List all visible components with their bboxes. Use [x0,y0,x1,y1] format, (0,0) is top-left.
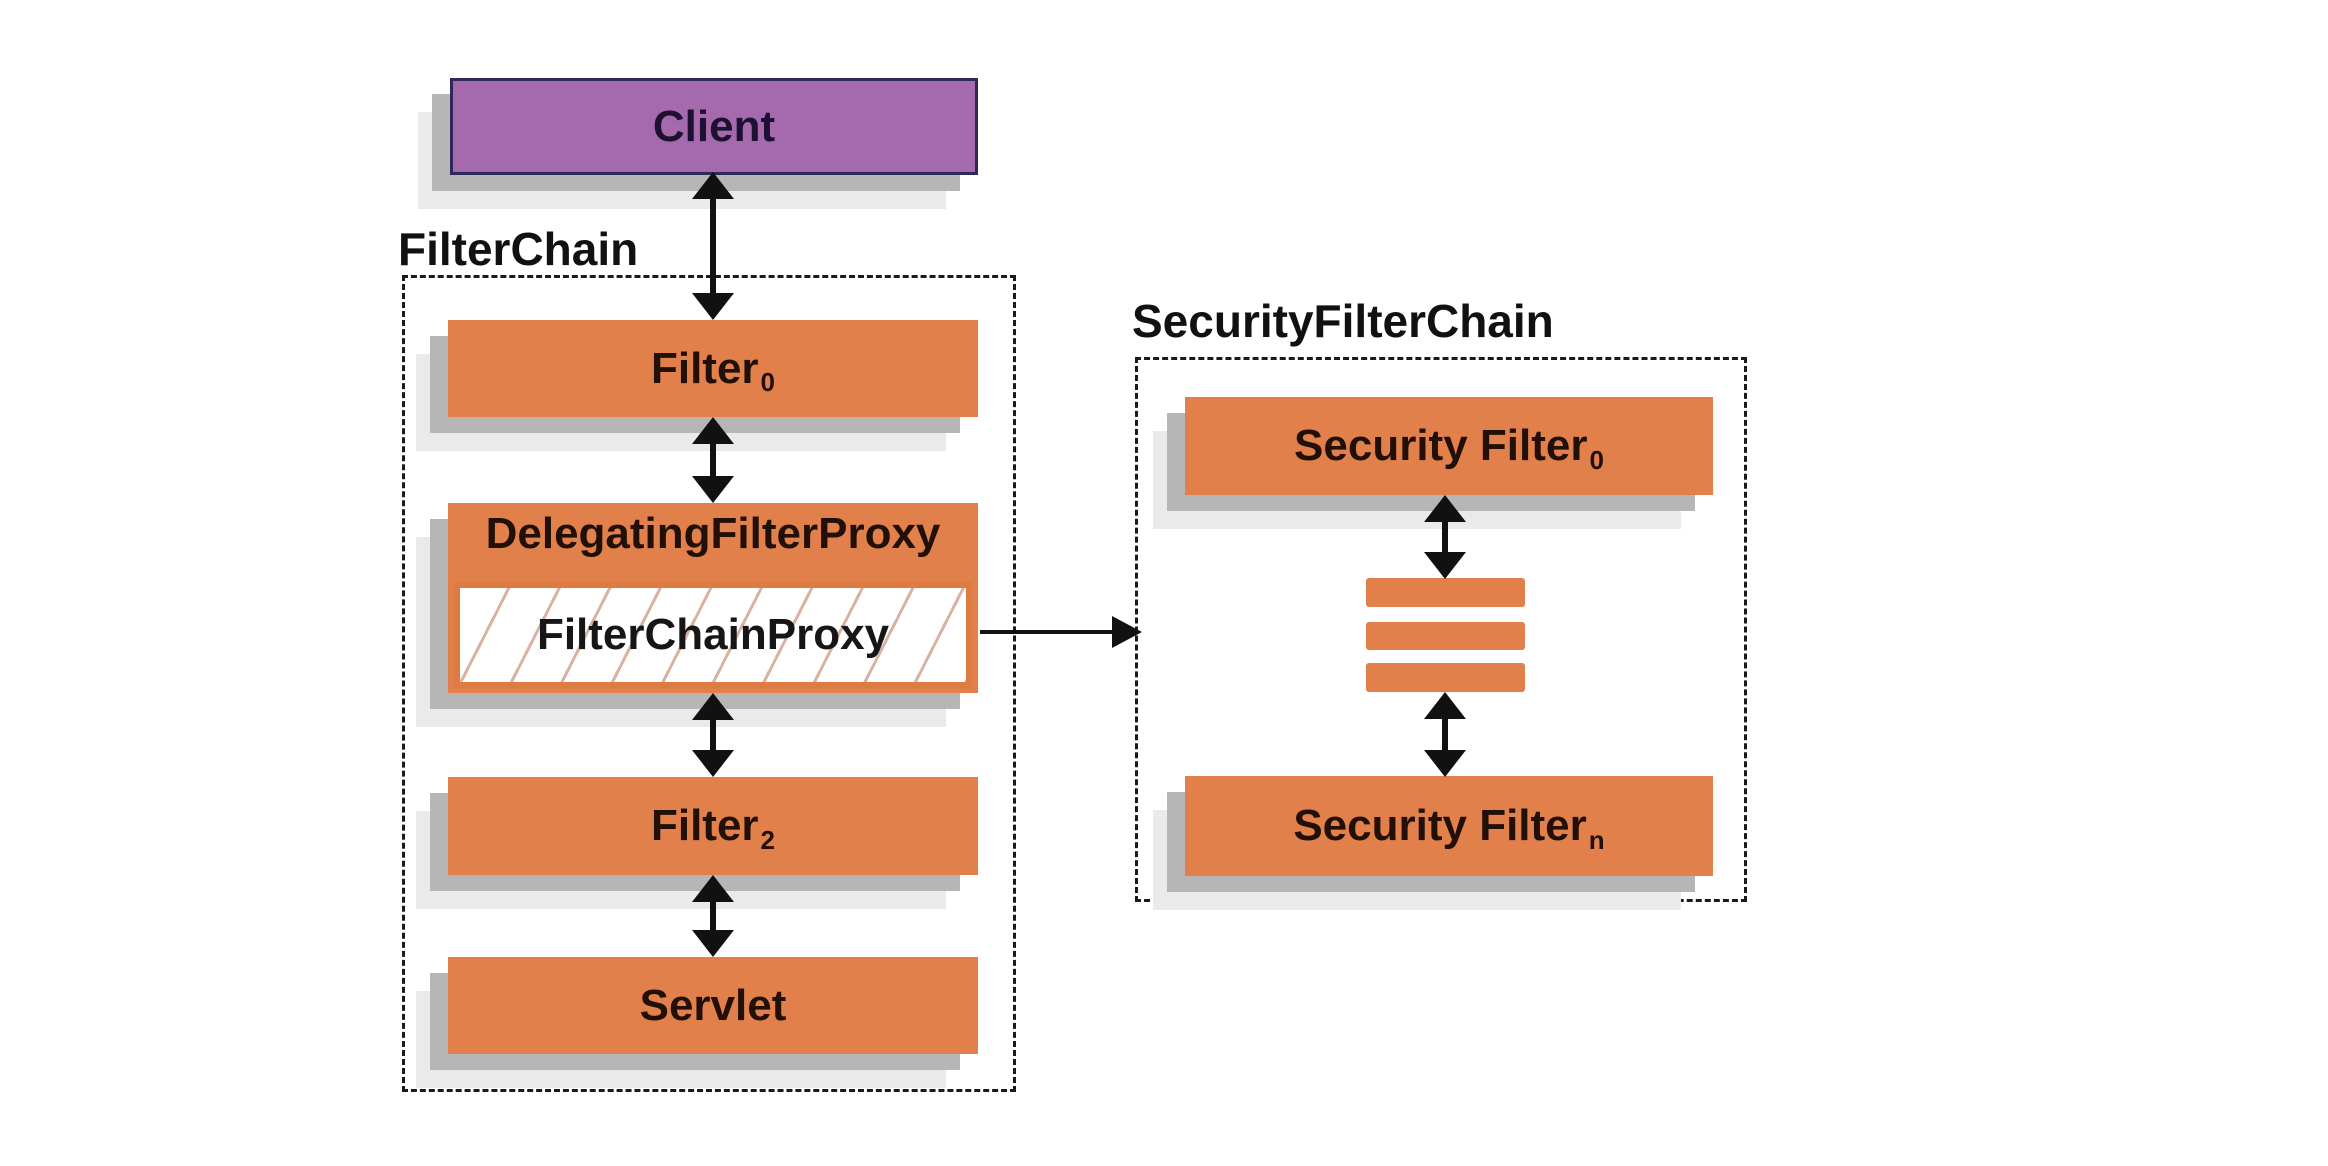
arrow-client-filter0 [691,172,735,320]
delegating-filter-proxy-box: DelegatingFilterProxy FilterChainProxy [448,503,978,693]
arrowhead-down-icon [1424,750,1466,777]
client-label: Client [652,101,776,151]
arrow-shaft [1442,515,1448,559]
filter2-label: Filter [650,801,759,850]
arrow-ellipsis-securityfiltern [1423,692,1467,777]
arrowhead-down-icon [692,476,734,503]
arrow-filterchainproxy-filter2 [691,693,735,777]
arrowhead-right-icon [1112,616,1142,648]
client-box: Client [450,78,978,175]
arrowhead-down-icon [692,293,734,320]
arrow-shaft [1442,712,1448,757]
security-filter-n-label: Security Filter [1293,801,1587,850]
arrow-shaft [980,630,1116,634]
security-filter0-subscript: 0 [1589,444,1604,475]
arrow-shaft [710,437,716,483]
arrow-filterchainproxy-securityfilterchain [980,615,1142,649]
security-filter-n-subscript: n [1588,824,1605,855]
filter-chain-proxy-label: FilterChainProxy [536,610,890,659]
filterchain-title: FilterChain [398,223,639,275]
ellipsis-bar [1366,663,1525,692]
ellipsis-bar [1366,622,1525,650]
filter0-subscript: 0 [760,367,776,397]
filter2-subscript: 2 [760,824,776,855]
arrow-filter2-servlet [691,875,735,957]
arrow-shaft [710,895,716,937]
filter-chain-proxy-box: FilterChainProxy [454,582,972,688]
arrow-securityfilter0-ellipsis [1423,495,1467,579]
arrowhead-down-icon [1424,552,1466,579]
filterchain-container [402,275,1016,1092]
arrowhead-down-icon [692,750,734,777]
ellipsis-bar [1366,578,1525,607]
security-filter0-label: Security Filter [1294,421,1588,470]
filter0-label: Filter [650,343,759,393]
securityfilterchain-title: SecurityFilterChain [1132,295,1554,347]
servlet-label: Servlet [639,980,787,1030]
servlet-box: Servlet [448,957,978,1054]
delegating-filter-proxy-label: DelegatingFilterProxy [485,509,941,558]
arrow-shaft [710,713,716,757]
arrow-shaft [710,192,716,300]
arrowhead-down-icon [692,930,734,957]
arrow-filter0-delegatingfilterproxy [691,417,735,503]
